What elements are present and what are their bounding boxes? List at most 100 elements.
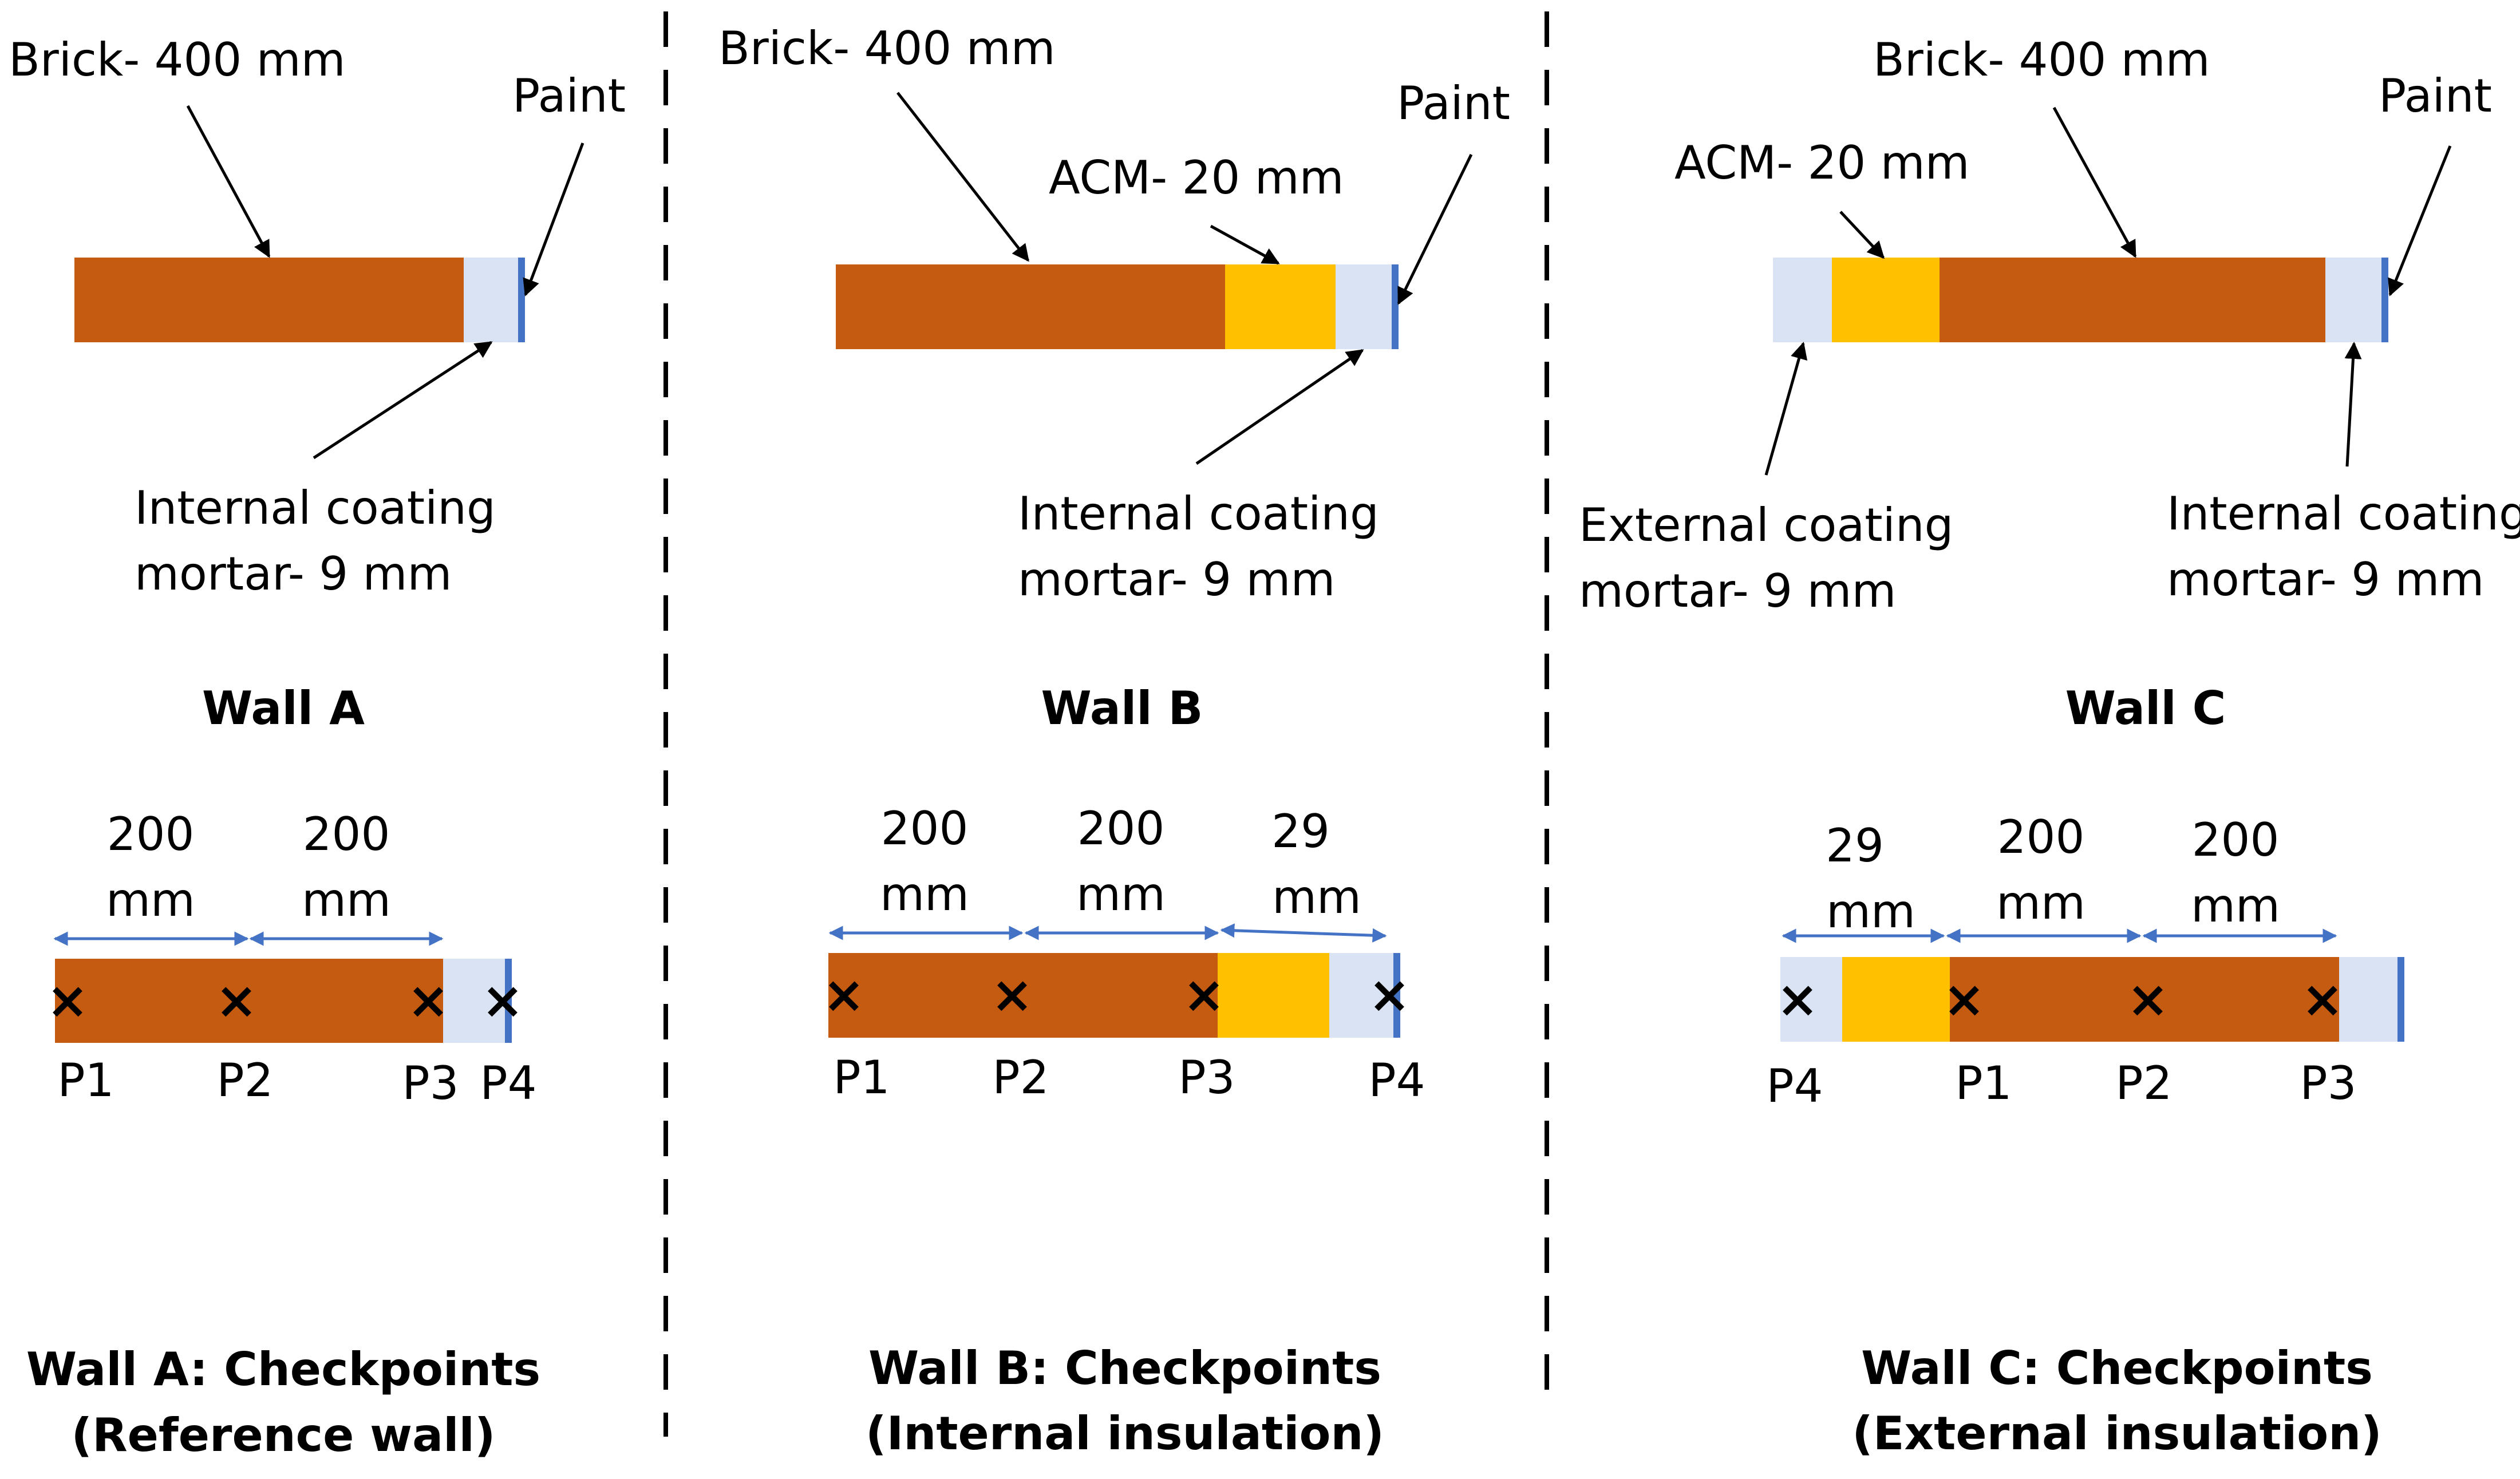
wall-b-checkpoint-acm [1218,953,1329,1038]
wall-c-acm-pointer [1839,211,1885,259]
wall-b-brick-label: Brick- 400 mm [718,22,1056,75]
wall-c-point-label: P2 [2115,1057,2172,1110]
wall-a-point-label: P2 [216,1054,273,1107]
wall-a-brick-layer [74,258,464,342]
wall-a-point-label: P1 [57,1054,114,1107]
wall-c-panel: Brick- 400 mm Paint ACM- 20 mm External … [1579,33,2520,1460]
checkpoint-marker: × [407,971,449,1030]
checkpoint-marker: × [1183,965,1225,1024]
wall-c-dim-value: 200 [1997,810,2085,864]
wall-b-dim-unit: mm [880,868,969,921]
wall-b-acm-pointer [1210,224,1280,265]
wall-c-paint-pointer [2388,145,2452,296]
checkpoint-marker: × [2127,970,2169,1029]
checkpoint-marker: × [2301,970,2344,1029]
wall-c-dim-value: 200 [2192,813,2280,867]
wall-b-dim-unit: mm [1272,871,1361,924]
wall-c-brick-layer [1940,258,2325,342]
wall-c-dim-value: 29 [1826,819,1884,872]
wall-a-internal-coating-label: mortar- 9 mm [135,547,452,600]
wall-c-paint-label: Paint [2379,69,2492,122]
wall-b-dim-value: 29 [1271,805,1330,858]
wall-b-paint-pointer [1397,153,1473,305]
wall-a-panel: Brick- 400 mm Paint Internal coating mor… [9,33,626,1462]
wall-c-internal-coating-label: Internal coating [2167,487,2520,540]
wall-a-brick-pointer [186,105,271,258]
wall-b-paint-layer [1392,264,1399,349]
wall-b-panel: Brick- 400 mm Paint ACM- 20 mm Internal … [718,22,1510,1460]
wall-b-dim-value: 200 [1077,802,1165,855]
wall-a-checkpoint-brick [55,959,443,1043]
wall-b-point-label: P1 [833,1051,890,1104]
wall-b-internal-coating-label: Internal coating [1018,487,1379,540]
wall-c-brick-label: Brick- 400 mm [1873,33,2210,86]
wall-c-checkpoint-paint [2397,957,2404,1042]
wall-b-mortar-pointer [1195,349,1364,465]
wall-a-dim-value: 200 [303,808,390,861]
wall-b-dim-unit: mm [1076,868,1166,921]
wall-b-point-label: P2 [992,1051,1049,1104]
wall-c-point-label: P4 [1766,1059,1823,1113]
wall-b-checkpoint-mortar [1329,953,1393,1038]
wall-c-checkpoint-acm [1842,957,1950,1042]
wall-a-checkpoint-paint [505,959,512,1043]
wall-c-external-coating-label: mortar- 9 mm [1579,564,1896,618]
wall-b-acm-label: ACM- 20 mm [1049,151,1344,204]
wall-b-point-label: P3 [1178,1051,1235,1104]
wall-c-dim-unit: mm [1826,885,1915,938]
wall-a-internal-mortar-layer [464,258,518,342]
wall-a-caption: (Reference wall) [72,1409,496,1462]
wall-b-caption: (Internal insulation) [866,1407,1384,1460]
wall-c-internal-mortar-layer [2325,258,2381,342]
wall-b-checkpoint-brick [828,953,1218,1038]
wall-c-point-label: P3 [2300,1057,2356,1110]
wall-c-internal-mortar-pointer [2344,342,2362,467]
wall-b-paint-label: Paint [1397,77,1510,130]
wall-b-internal-coating-label: mortar- 9 mm [1018,553,1335,606]
checkpoint-marker: × [46,971,89,1030]
wall-c-dim-unit: mm [2191,879,2280,932]
wall-b-checkpoint-paint [1393,953,1400,1038]
wall-b-caption: Wall B: Checkpoints [868,1342,1381,1395]
wall-a-point-label: P3 [402,1057,459,1110]
wall-a-paint-pointer [523,143,584,296]
wall-c-internal-coating-label: mortar- 9 mm [2167,553,2484,606]
wall-a-checkpoint-mortar [443,959,505,1043]
checkpoint-marker: × [991,965,1033,1024]
wall-b-point-label: P4 [1368,1054,1425,1107]
wall-b-brick-layer [836,264,1225,349]
wall-b-internal-mortar-layer [1336,264,1392,349]
wall-a-dim-value: 200 [107,808,195,861]
wall-c-checkpoint-brick [1950,957,2339,1042]
checkpoint-marker: × [1368,965,1411,1024]
wall-c-dim-unit: mm [1996,876,2085,930]
wall-c-acm-layer [1832,258,1940,342]
checkpoint-marker: × [215,971,258,1030]
wall-a-mortar-pointer [313,341,493,460]
wall-b-dim-arrow [1220,923,1387,943]
wall-a-dim-unit: mm [106,873,195,927]
wall-c-caption: Wall C: Checkpoints [1861,1342,2373,1395]
wall-c-point-label: P1 [1955,1057,2012,1110]
wall-c-checkpoint-internal-mortar [2339,957,2397,1042]
checkpoint-marker: × [1943,970,1985,1029]
checkpoint-marker: × [1776,970,1819,1029]
wall-a-point-label: P4 [480,1057,536,1110]
wall-a-internal-coating-label: Internal coating [135,481,496,535]
wall-c-caption: (External insulation) [1852,1407,2381,1460]
wall-a-brick-label: Brick- 400 mm [9,33,346,86]
checkpoint-marker: × [823,965,865,1024]
wall-c-acm-label: ACM- 20 mm [1674,136,1970,189]
checkpoint-marker: × [481,971,524,1030]
wall-c-checkpoint-external-mortar [1780,957,1842,1042]
wall-c-external-mortar-layer [1773,258,1832,342]
wall-b-acm-layer [1225,264,1336,349]
wall-c-paint-layer [2381,258,2388,342]
wall-a-caption: Wall A: Checkpoints [26,1343,540,1396]
wall-a-dim-unit: mm [302,873,391,927]
wall-c-brick-pointer [2052,106,2137,258]
wall-c-external-mortar-pointer [1764,342,1808,476]
wall-b-brick-pointer [896,92,1029,262]
wall-a-paint-label: Paint [512,69,626,122]
